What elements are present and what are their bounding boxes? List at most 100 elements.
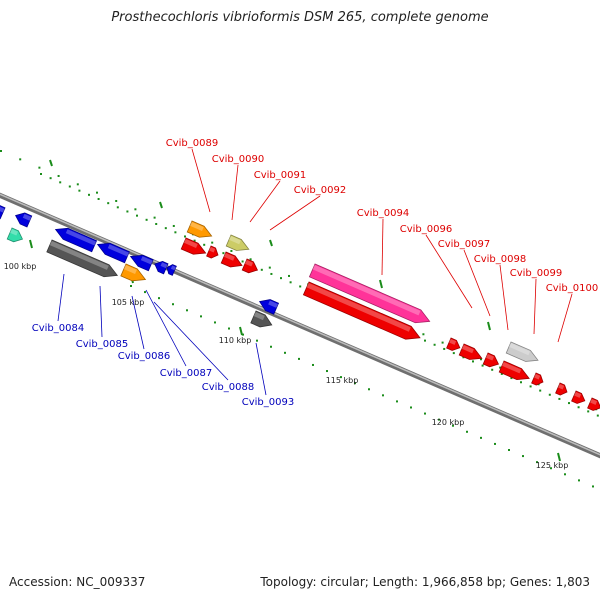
gene-arrow[interactable]	[6, 227, 25, 245]
gene-arrow[interactable]	[308, 263, 432, 328]
tick-label: 115 kbp	[326, 376, 359, 385]
grid-dot	[59, 181, 62, 184]
gene-arrow[interactable]	[446, 337, 462, 353]
gene-arrow[interactable]	[587, 397, 600, 413]
grid-dot	[270, 272, 273, 275]
gene-arrow-highlight	[228, 235, 241, 245]
label-leader-line	[499, 264, 509, 331]
gene-arrow[interactable]	[482, 352, 501, 370]
grid-dot	[298, 357, 300, 360]
label-leader-line	[99, 285, 103, 338]
gene-label-cvib_0091[interactable]: Cvib_0091	[254, 170, 306, 181]
tick-mark	[557, 452, 561, 462]
gene-arrow[interactable]	[46, 239, 120, 281]
gene-label-cvib_0100[interactable]: Cvib_0100	[546, 283, 598, 294]
gene-label-cvib_0088[interactable]: Cvib_0088	[202, 382, 254, 393]
gene-arrow[interactable]	[302, 281, 422, 344]
grid-dot	[441, 341, 444, 344]
grid-dot	[382, 394, 384, 397]
gene-label-cvib_0093[interactable]: Cvib_0093	[242, 397, 294, 408]
tick-mark	[49, 159, 53, 167]
grid-dot	[288, 274, 290, 277]
gene-arrow-highlight	[0, 206, 5, 213]
gene-arrow[interactable]	[257, 296, 280, 315]
gene-label-cvib_0087[interactable]: Cvib_0087	[160, 368, 212, 379]
gene-arrow-highlight	[253, 311, 265, 321]
gene-arrow[interactable]	[0, 203, 6, 220]
gene-label-cvib_0084[interactable]: Cvib_0084	[32, 323, 84, 334]
grid-dot	[424, 339, 426, 342]
grid-dot	[270, 345, 272, 348]
gene-arrow-highlight	[244, 259, 254, 267]
gene-arrow[interactable]	[165, 263, 177, 276]
gene-arrow[interactable]	[505, 341, 540, 366]
gene-arrow[interactable]	[180, 237, 208, 259]
accession-text: Accession: NC_009337	[9, 575, 146, 589]
gene-arrow[interactable]	[206, 245, 221, 260]
gene-labels: Cvib_0089Cvib_0090Cvib_0091Cvib_0092Cvib…	[32, 138, 598, 408]
grid-dot	[550, 467, 552, 470]
grid-dot	[578, 479, 580, 482]
gene-arrow[interactable]	[555, 382, 570, 397]
gene-arrow[interactable]	[128, 251, 154, 272]
gene-arrow-shape	[54, 227, 98, 253]
grid-dot	[410, 406, 412, 409]
gene-arrow[interactable]	[120, 263, 148, 285]
gene-arrow[interactable]	[95, 239, 130, 264]
gene-arrow[interactable]	[186, 220, 214, 242]
gene-arrow-shape	[258, 299, 280, 315]
gene-label-cvib_0092[interactable]: Cvib_0092	[294, 185, 346, 196]
grid-dot	[312, 363, 314, 366]
gene-arrow[interactable]	[13, 210, 33, 228]
gene-label-cvib_0085[interactable]: Cvib_0085	[76, 339, 128, 350]
gene-arrow[interactable]	[241, 258, 260, 276]
grid-dot	[144, 291, 146, 294]
grid-dot	[145, 218, 148, 221]
grid-dot	[222, 252, 225, 255]
grid-dot	[97, 197, 100, 200]
gene-arrow-shape	[241, 258, 259, 274]
grid-dot	[211, 241, 214, 244]
label-leader-line	[145, 289, 187, 367]
gene-arrow[interactable]	[153, 259, 169, 275]
gene-label-cvib_0096[interactable]: Cvib_0096	[400, 224, 452, 235]
gene-arrow[interactable]	[225, 234, 251, 255]
grid-dot	[480, 358, 482, 361]
gene-arrow[interactable]	[498, 360, 531, 384]
grid-dot	[49, 177, 52, 180]
gene-arrow[interactable]	[250, 310, 275, 331]
grid-dot	[242, 333, 244, 336]
grid-dot	[354, 382, 356, 385]
gene-arrow[interactable]	[531, 372, 546, 387]
grid-dot	[299, 285, 302, 288]
gene-arrow[interactable]	[53, 224, 98, 253]
gene-label-cvib_0098[interactable]: Cvib_0098	[474, 254, 526, 265]
grid-dot	[520, 381, 522, 384]
gene-arrow-highlight	[9, 228, 19, 236]
tick-mark	[487, 321, 491, 331]
grid-dot	[500, 372, 503, 375]
grid-dot	[491, 368, 494, 371]
gene-label-cvib_0094[interactable]: Cvib_0094	[357, 208, 409, 219]
gene-label-cvib_0099[interactable]: Cvib_0099	[510, 268, 562, 279]
gene-arrow[interactable]	[571, 390, 587, 406]
gene-label-cvib_0097[interactable]: Cvib_0097	[438, 239, 490, 250]
gene-arrow-highlight	[22, 213, 32, 221]
gene-label-cvib_0086[interactable]: Cvib_0086	[118, 351, 170, 362]
grid-dot	[522, 455, 524, 458]
gene-arrow-highlight	[160, 262, 168, 269]
gene-label-cvib_0089[interactable]: Cvib_0089	[166, 138, 218, 149]
label-leader-line	[249, 180, 281, 223]
tick-mark	[269, 239, 273, 247]
gene-arrow[interactable]	[220, 251, 244, 271]
label-leader-line	[231, 164, 239, 221]
grid-dot	[19, 158, 22, 161]
gene-arrow[interactable]	[458, 343, 484, 364]
gene-arrow-shape	[555, 382, 568, 396]
gene-arrow-highlight	[312, 264, 421, 316]
grid-dot	[326, 370, 328, 373]
gene-label-cvib_0090[interactable]: Cvib_0090	[212, 154, 264, 165]
grid-dot	[164, 227, 167, 230]
label-leader-line	[191, 148, 211, 213]
